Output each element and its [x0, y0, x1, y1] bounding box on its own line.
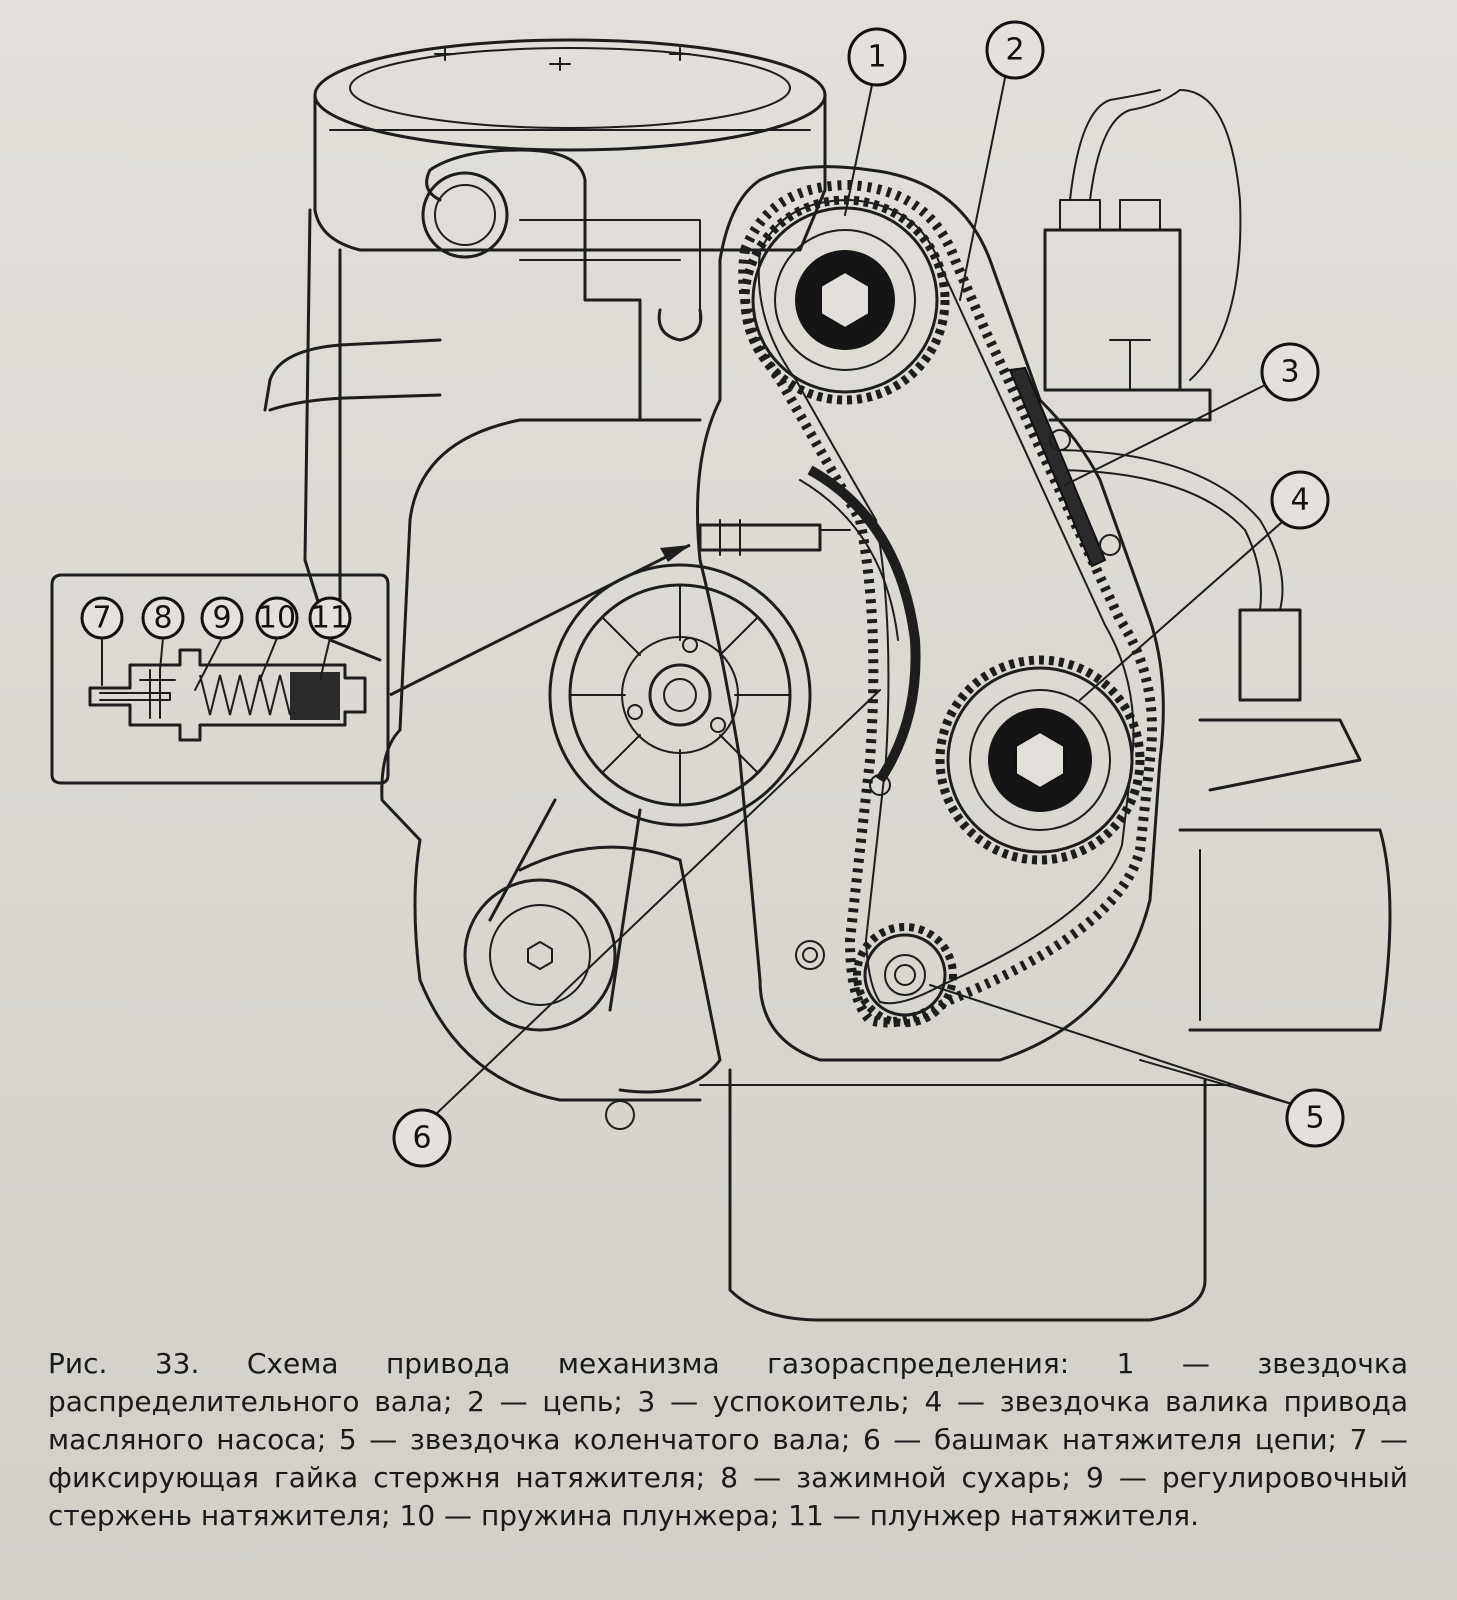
svg-text:8: 8 — [153, 601, 172, 636]
tensioner-shoe — [799, 465, 921, 796]
callout-5: 5 — [1285, 1088, 1345, 1148]
tensioner-rod — [389, 519, 851, 697]
svg-text:4: 4 — [1290, 483, 1309, 518]
engine-timing-diagram: 7 8 9 10 11 1 2 3 4 5 6 — [50, 20, 1392, 1322]
svg-text:6: 6 — [412, 1121, 431, 1156]
svg-text:5: 5 — [1305, 1101, 1324, 1136]
callout-6: 6 — [392, 1108, 452, 1168]
inset-callout-10: 10 — [255, 596, 299, 681]
svg-text:7: 7 — [92, 601, 111, 636]
leader-3 — [1064, 384, 1266, 486]
leader-5b — [1139, 1059, 1296, 1106]
air-filter — [313, 38, 827, 252]
svg-text:1: 1 — [867, 40, 886, 75]
leader-2 — [959, 77, 1006, 301]
inset-callout-7: 7 — [80, 596, 124, 686]
tensioner-inset — [50, 573, 390, 785]
svg-text:10: 10 — [258, 601, 296, 636]
crankshaft-sprocket — [853, 923, 957, 1027]
oil-pump-sprocket — [935, 655, 1145, 865]
alternator — [463, 798, 825, 1130]
camshaft-sprocket — [740, 195, 950, 405]
svg-text:11: 11 — [311, 601, 349, 636]
leader-6 — [434, 689, 881, 1116]
svg-text:3: 3 — [1280, 355, 1299, 390]
timing-cover — [696, 165, 1165, 1062]
leader-5a — [929, 984, 1296, 1106]
fan-pulley — [548, 563, 812, 827]
distributor — [1043, 89, 1242, 422]
inset-callout-9: 9 — [194, 596, 244, 691]
engine-block-outline — [263, 148, 1392, 1322]
leader-1 — [844, 84, 873, 216]
chain-damper — [1008, 366, 1121, 568]
svg-text:2: 2 — [1005, 33, 1024, 68]
callout-1: 1 — [847, 27, 907, 87]
leader-4 — [1079, 514, 1291, 701]
inset-callout-8: 8 — [141, 596, 185, 671]
callout-2: 2 — [985, 20, 1045, 80]
inset-callout-11: 11 — [308, 596, 352, 681]
callout-3: 3 — [1260, 342, 1320, 402]
figure-caption: Рис. 33. Схема привода механизма газорас… — [48, 1347, 1408, 1532]
callout-4: 4 — [1270, 470, 1330, 530]
svg-text:9: 9 — [212, 601, 231, 636]
